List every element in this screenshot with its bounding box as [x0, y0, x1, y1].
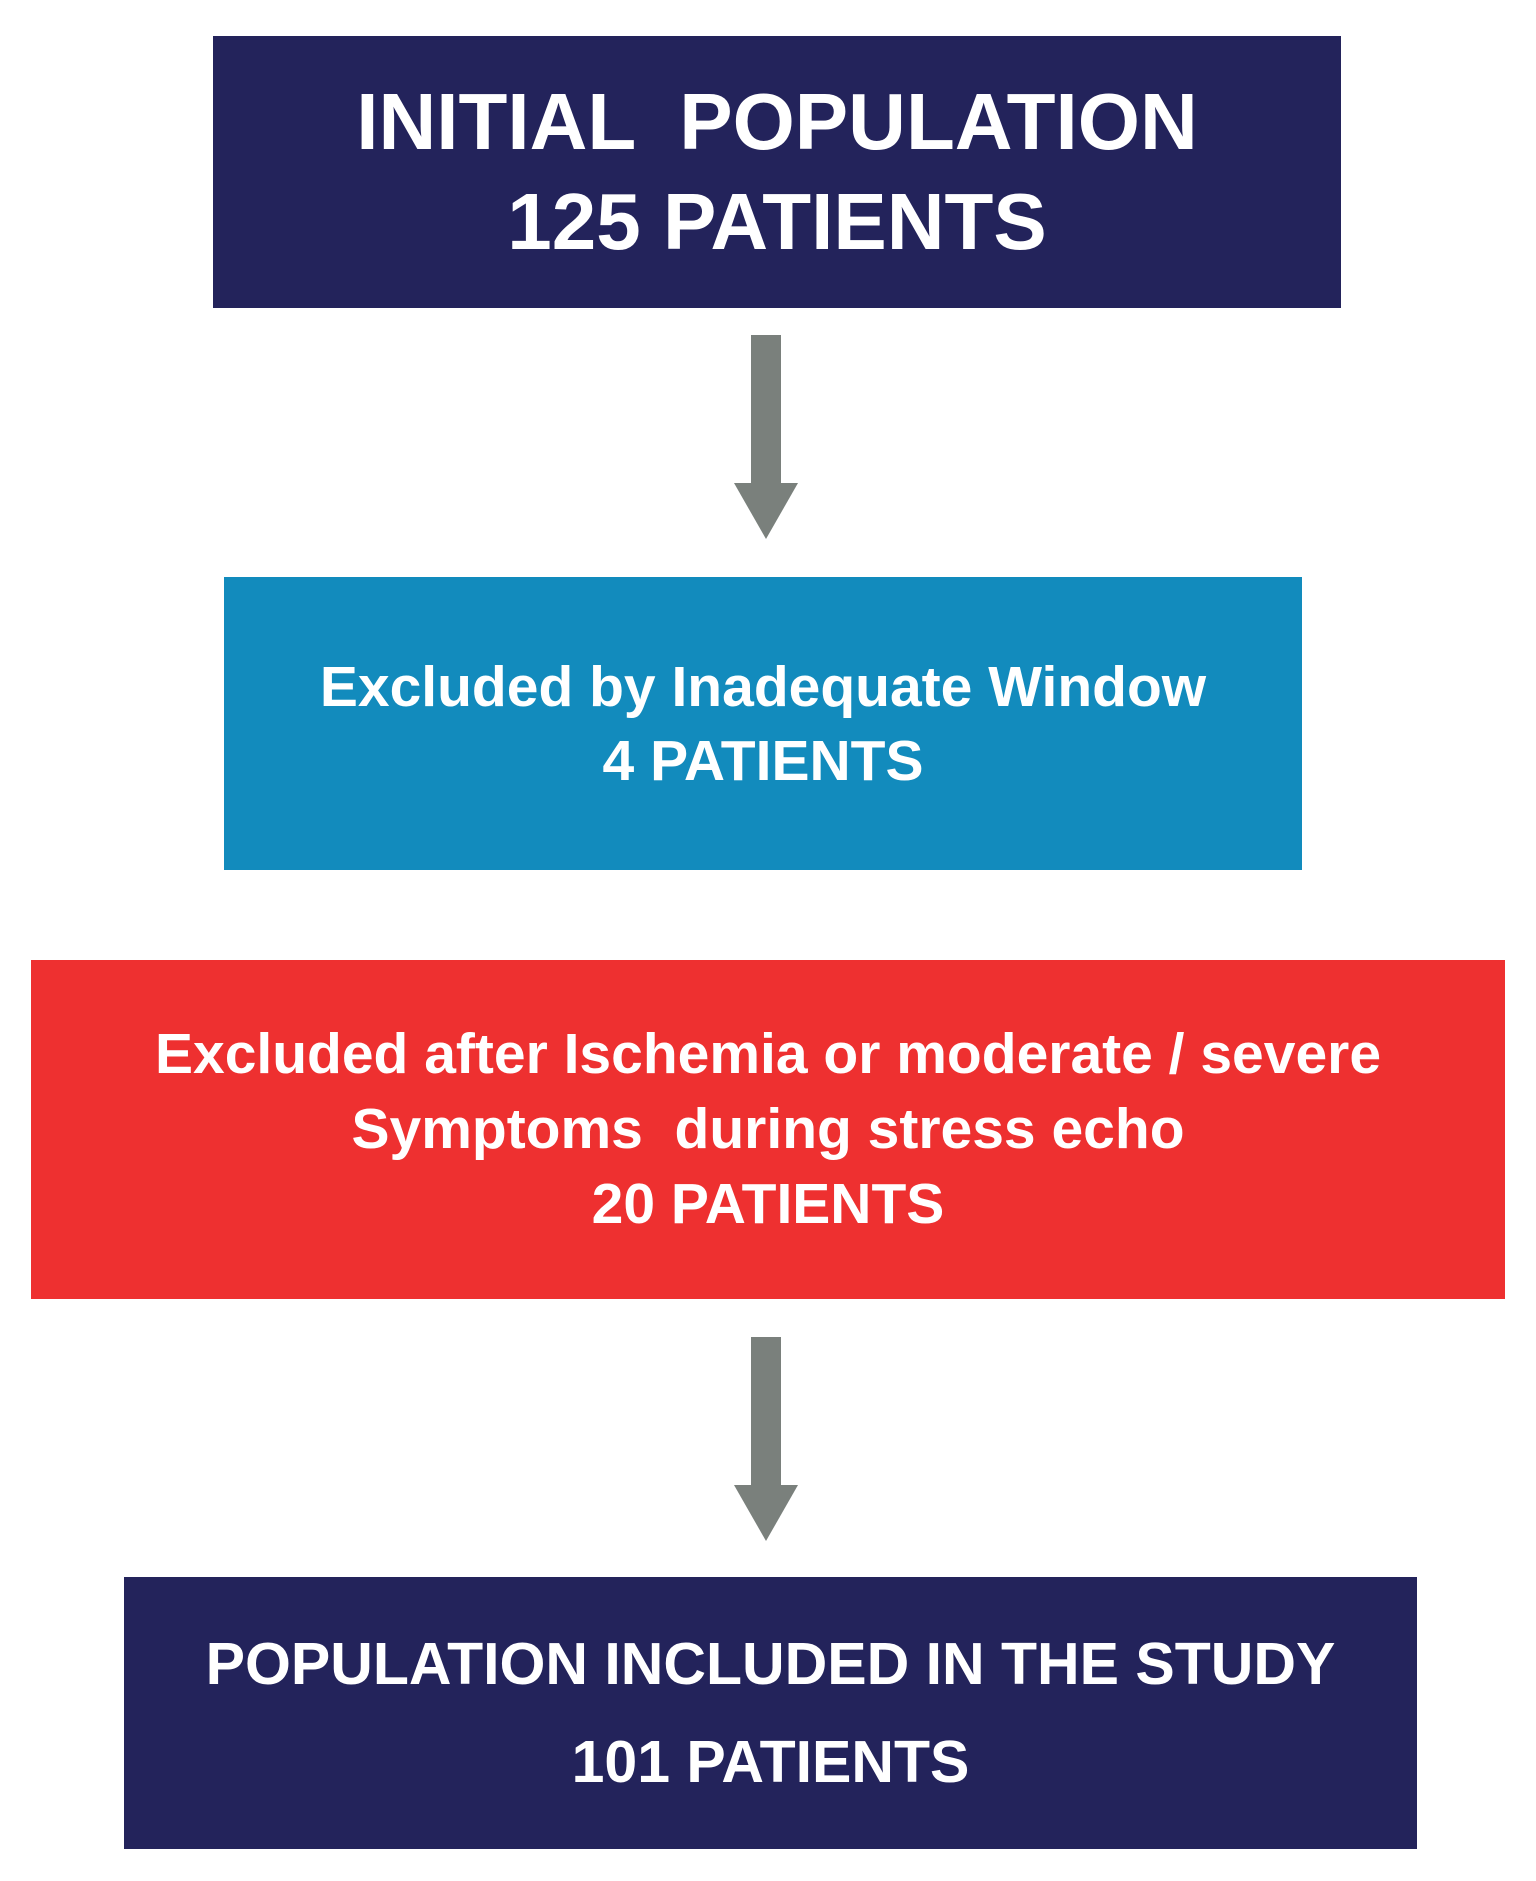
included-population-box: POPULATION INCLUDED IN THE STUDY 101 PAT… [124, 1577, 1417, 1849]
excluded-window-count: 4 PATIENTS [602, 728, 924, 793]
excluded-ischemia-box: Excluded after Ischemia or moderate / se… [31, 960, 1505, 1299]
down-arrow-icon [734, 1337, 798, 1541]
included-population-label: POPULATION INCLUDED IN THE STUDY [205, 1631, 1336, 1697]
excluded-window-label: Excluded by Inadequate Window [319, 654, 1207, 719]
excluded-ischemia-label: Excluded after Ischemia or moderate / se… [154, 1022, 1382, 1086]
included-population-count: 101 PATIENTS [571, 1729, 970, 1795]
initial-population-count: 125 PATIENTS [507, 177, 1047, 266]
down-arrow-icon [734, 335, 798, 539]
initial-population-box: INITIAL POPULATION 125 PATIENTS [213, 36, 1341, 308]
initial-population-label: INITIAL POPULATION [356, 77, 1198, 166]
excluded-window-box: Excluded by Inadequate Window 4 PATIENTS [224, 577, 1302, 870]
excluded-ischemia-count: 20 PATIENTS [591, 1172, 945, 1236]
excluded-ischemia-label-cont: Symptoms during stress echo [351, 1097, 1185, 1161]
